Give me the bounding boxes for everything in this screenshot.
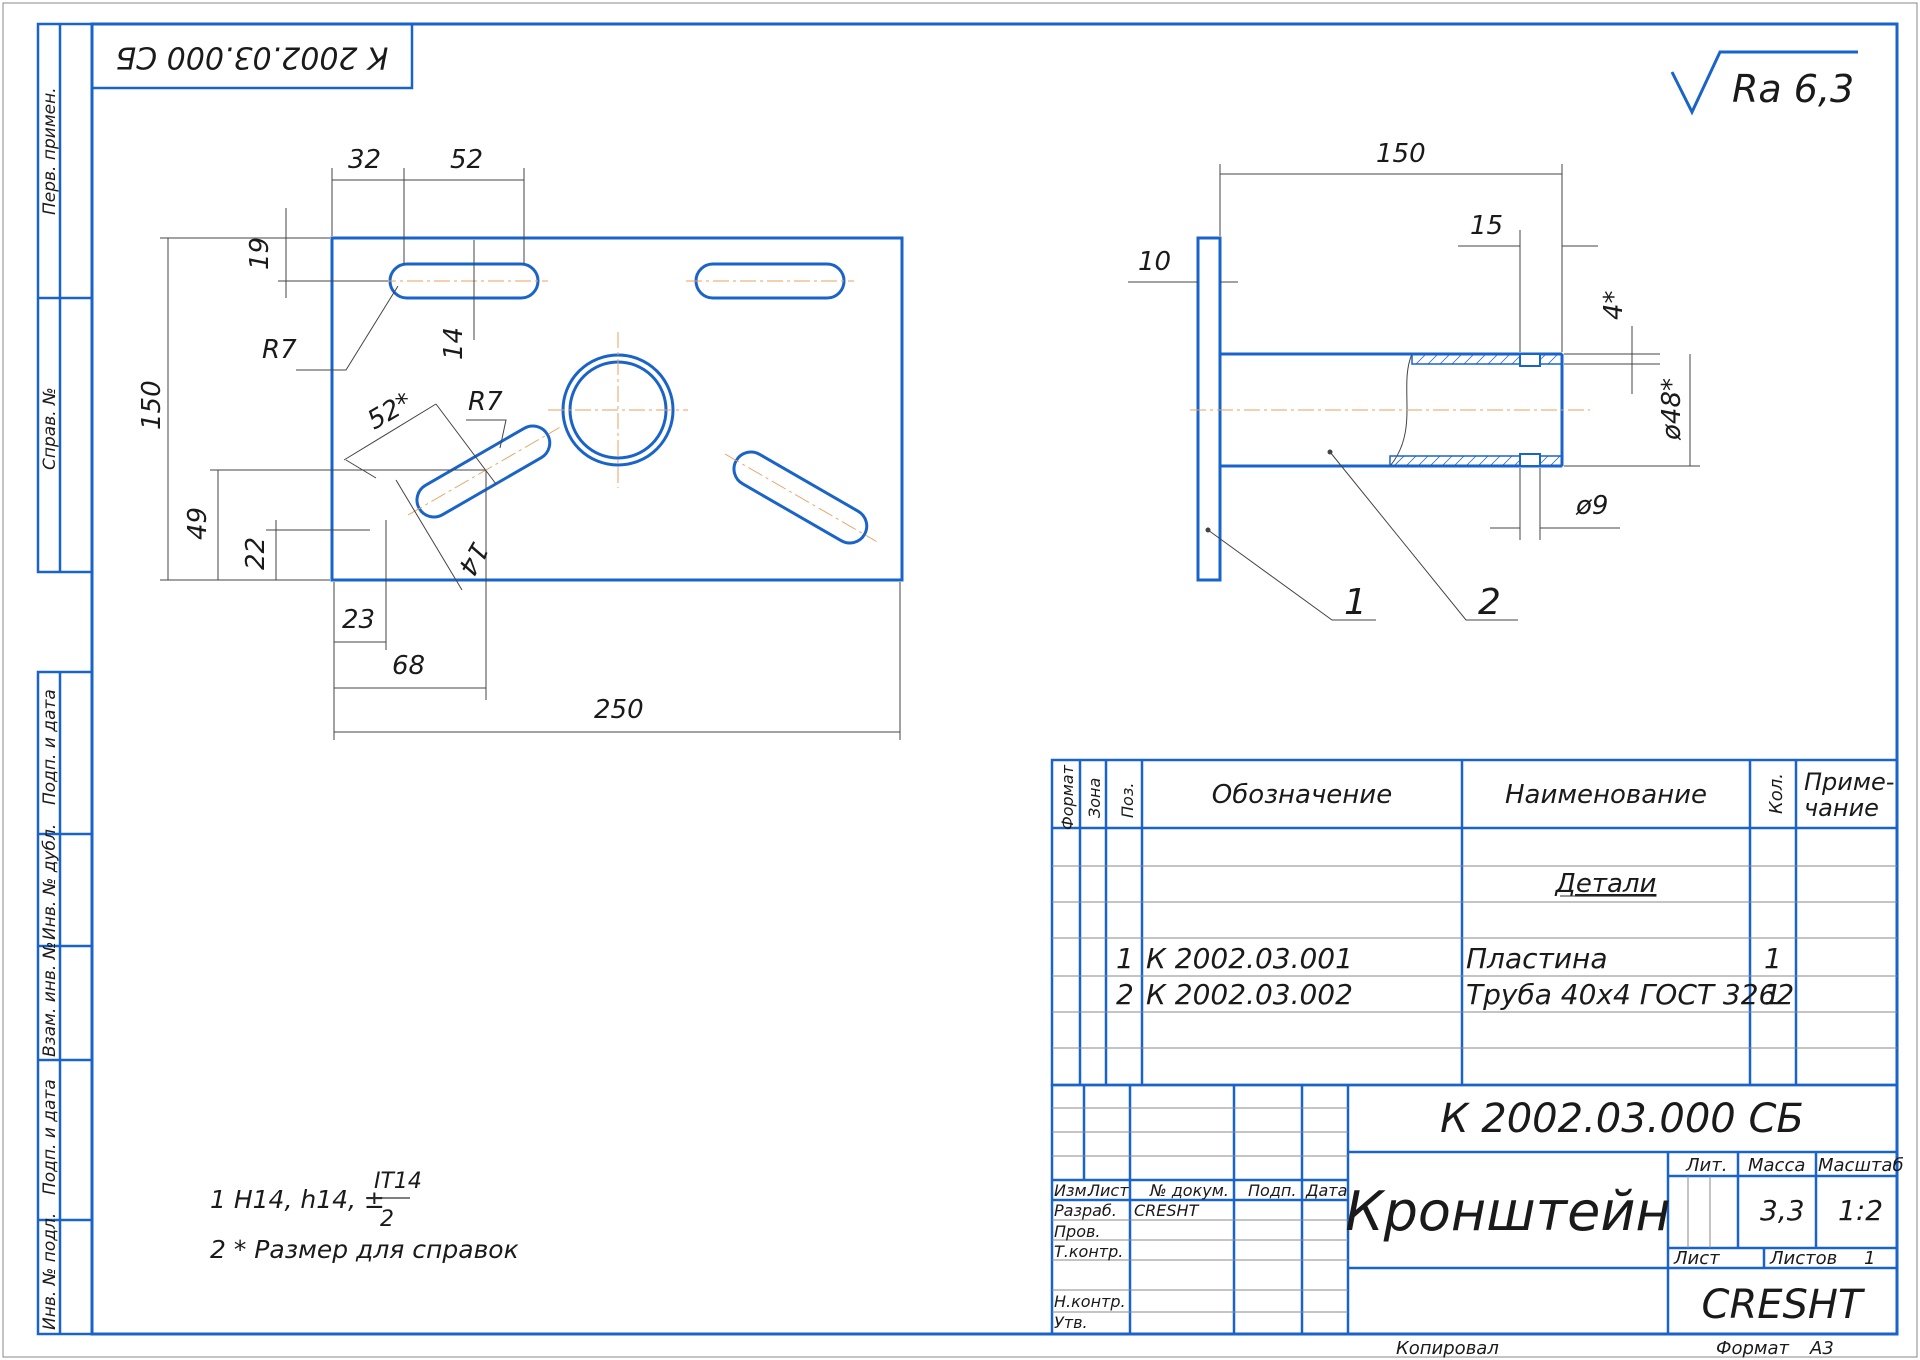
- dim-14-inclined: 14: [451, 537, 494, 581]
- callout-2: 2: [1478, 582, 1501, 623]
- dim-22: 22: [241, 537, 271, 570]
- footer: Копировал Формат А3: [1396, 1338, 1834, 1359]
- side-dim-150: 150: [1376, 139, 1426, 169]
- footer-format: Формат: [1716, 1338, 1790, 1359]
- tb-razrab-name: CRESHT: [1134, 1201, 1200, 1220]
- row-1-poz: 1: [1116, 942, 1134, 975]
- dim-r7-top: R7: [262, 335, 297, 365]
- dim-150: 150: [137, 380, 167, 430]
- note-1-denominator: 2: [380, 1207, 394, 1232]
- tb-masshtab-val: 1:2: [1838, 1194, 1883, 1227]
- tb-designation: К 2002.03.000 СБ: [1440, 1096, 1804, 1142]
- dim-r7-slot: R7: [468, 387, 503, 417]
- spec-table: Формат Зона Поз. Обозначение Наименовани…: [1050, 758, 1899, 1087]
- tb-izm: Изм.: [1054, 1181, 1092, 1200]
- tb-tkontr: Т.контр.: [1054, 1242, 1123, 1261]
- side-dim-15: 15: [1470, 211, 1503, 241]
- stamp-perv-primen: Перв. примен.: [40, 87, 60, 215]
- tb-massa-val: 3,3: [1760, 1194, 1805, 1227]
- side-dim-9: ø9: [1575, 491, 1608, 521]
- roughness-text: Ra 6,3: [1732, 67, 1854, 111]
- stamp-inv-podl: Инв. № подл.: [40, 1213, 60, 1330]
- tb-list-label: Лист: [1673, 1248, 1720, 1269]
- row-2-oboz: К 2002.03.002: [1146, 978, 1353, 1011]
- tb-n-dokum: № докум.: [1149, 1181, 1229, 1200]
- section-detali: Детали: [1555, 869, 1657, 899]
- notes: 1 H14, h14, ± IT14 2 2 * Размер для спра…: [210, 1169, 519, 1264]
- tb-nkontr: Н.контр.: [1054, 1292, 1126, 1311]
- footer-kopiroval: Копировал: [1396, 1338, 1499, 1359]
- row-1-oboz: К 2002.03.001: [1146, 942, 1353, 975]
- hdr-poz: Поз.: [1118, 783, 1137, 818]
- row-1-naim: Пластина: [1466, 942, 1607, 975]
- row-2-naim: Труба 40х4 ГОСТ 3262: [1466, 978, 1794, 1011]
- plan-view: 32 52 19 14 R7 150 52* R7 49 22 14 23 68…: [137, 145, 904, 740]
- callout-1: 1: [1344, 582, 1367, 623]
- dim-52-star: 52*: [363, 387, 418, 436]
- hdr-prim-2: чание: [1804, 794, 1879, 822]
- tb-name: Кронштейн: [1345, 1180, 1670, 1243]
- dim-23: 23: [342, 605, 375, 635]
- tb-listov-label: Листов: [1769, 1248, 1837, 1269]
- tb-org: CRESHT: [1702, 1282, 1866, 1328]
- tb-listov-val: 1: [1864, 1248, 1875, 1269]
- slot-inclined-left: [407, 424, 560, 519]
- stamp-inv-dubl: Инв. № дубл.: [40, 824, 60, 940]
- stamp-podp-data-1: Подп. и дата: [40, 689, 60, 805]
- tb-list: Лист: [1087, 1181, 1129, 1200]
- side-dim-48: ø48*: [1657, 378, 1687, 441]
- dim-19: 19: [245, 237, 275, 270]
- note-1-prefix: 1 H14, h14, ±: [210, 1185, 385, 1214]
- hdr-oboznachenie: Обозначение: [1212, 780, 1392, 810]
- row-2-poz: 2: [1116, 978, 1134, 1011]
- title-block: Изм. Лист № докум. Подп. Дата Разраб. CR…: [1050, 1083, 1904, 1336]
- flange-plate: [1196, 236, 1222, 582]
- note-1-numerator: IT14: [374, 1169, 422, 1194]
- side-stamp: Перв. примен. Справ. № Подп. и дата Инв.…: [36, 22, 94, 1336]
- tb-data: Дата: [1305, 1181, 1347, 1200]
- tb-utv: Утв.: [1054, 1313, 1088, 1332]
- plate-outline: [330, 236, 904, 582]
- tb-massa: Масса: [1748, 1155, 1805, 1176]
- top-stamp: К 2002.03.000 СБ: [90, 22, 414, 90]
- side-view: 150 15 10 4* ø48* ø9 1 2: [1128, 139, 1700, 623]
- row-2-kol: 1: [1764, 978, 1782, 1011]
- stamp-vzam-inv: Взам. инв. №: [40, 942, 60, 1057]
- top-stamp-text: К 2002.03.000 СБ: [116, 40, 389, 75]
- hdr-kol: Кол.: [1766, 773, 1787, 814]
- hdr-format: Формат: [1058, 764, 1077, 830]
- tb-masshtab: Масштаб: [1818, 1155, 1904, 1176]
- row-1-kol: 1: [1764, 942, 1782, 975]
- slot-inclined-right: [724, 450, 877, 545]
- footer-format-val: А3: [1809, 1338, 1834, 1359]
- tb-lit: Лит.: [1685, 1155, 1727, 1176]
- hdr-zona: Зона: [1085, 778, 1104, 818]
- tb-podp: Подп.: [1248, 1181, 1296, 1200]
- dim-49: 49: [183, 507, 213, 540]
- tb-razrab: Разраб.: [1054, 1201, 1117, 1220]
- dim-14-top: 14: [439, 327, 469, 360]
- stamp-podp-data-2: Подп. и дата: [40, 1079, 60, 1195]
- dim-32: 32: [348, 145, 381, 175]
- side-dim-4-star: 4*: [1599, 290, 1629, 320]
- stamp-sprav-no: Справ. №: [40, 387, 60, 470]
- dim-250: 250: [594, 695, 644, 725]
- hdr-naimenovanie: Наименование: [1505, 780, 1707, 810]
- hdr-prim-1: Приме-: [1804, 768, 1894, 796]
- dim-52: 52: [450, 145, 483, 175]
- note-2: 2 * Размер для справок: [210, 1235, 519, 1264]
- side-dim-10: 10: [1138, 247, 1171, 277]
- tb-prov: Пров.: [1054, 1222, 1101, 1241]
- roughness-mark: Ra 6,3: [1670, 50, 1858, 116]
- dim-68: 68: [392, 651, 425, 681]
